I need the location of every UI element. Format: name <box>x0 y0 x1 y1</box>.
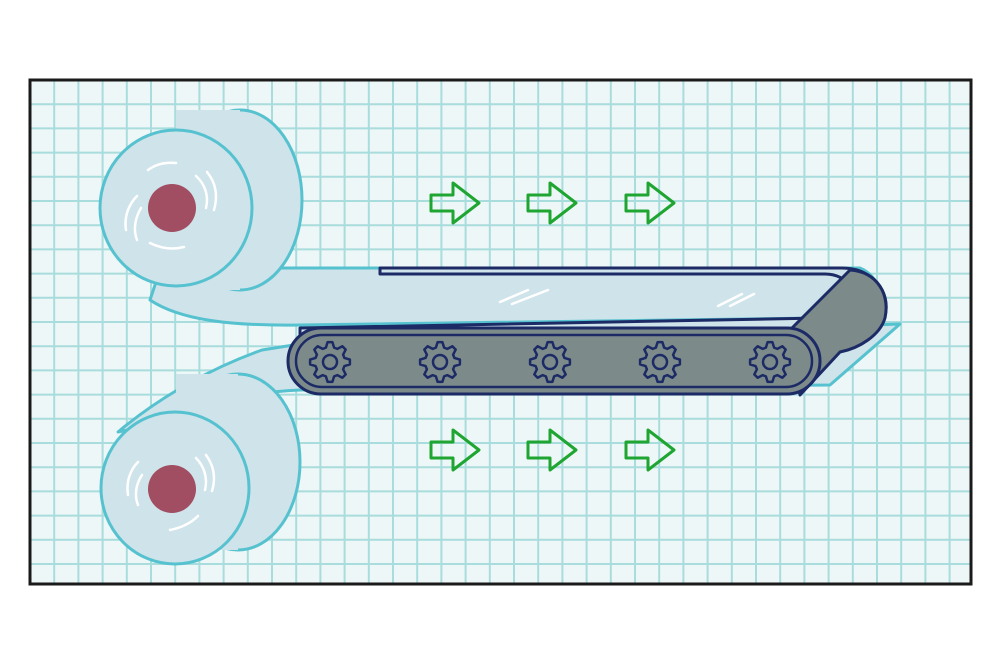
arrow-right-icon <box>429 428 481 472</box>
gear-icon <box>748 340 792 384</box>
roll-core <box>148 184 196 232</box>
bottom-film-roll <box>99 372 302 566</box>
direction-arrows <box>429 181 676 472</box>
top-film-roll <box>98 108 304 292</box>
arrow-right-icon <box>526 428 578 472</box>
panel-frame <box>28 78 973 586</box>
belt-highlights <box>498 288 756 308</box>
gear-icon <box>418 340 462 384</box>
arrow-right-icon <box>624 428 676 472</box>
belt-gears <box>308 340 792 384</box>
arrow-right-icon <box>429 181 481 225</box>
gear-icon <box>638 340 682 384</box>
roll-core <box>148 465 196 513</box>
arrow-right-icon <box>526 181 578 225</box>
arrow-right-icon <box>624 181 676 225</box>
conveyor-belt <box>286 266 888 397</box>
gear-icon <box>308 340 352 384</box>
gear-icon <box>528 340 572 384</box>
